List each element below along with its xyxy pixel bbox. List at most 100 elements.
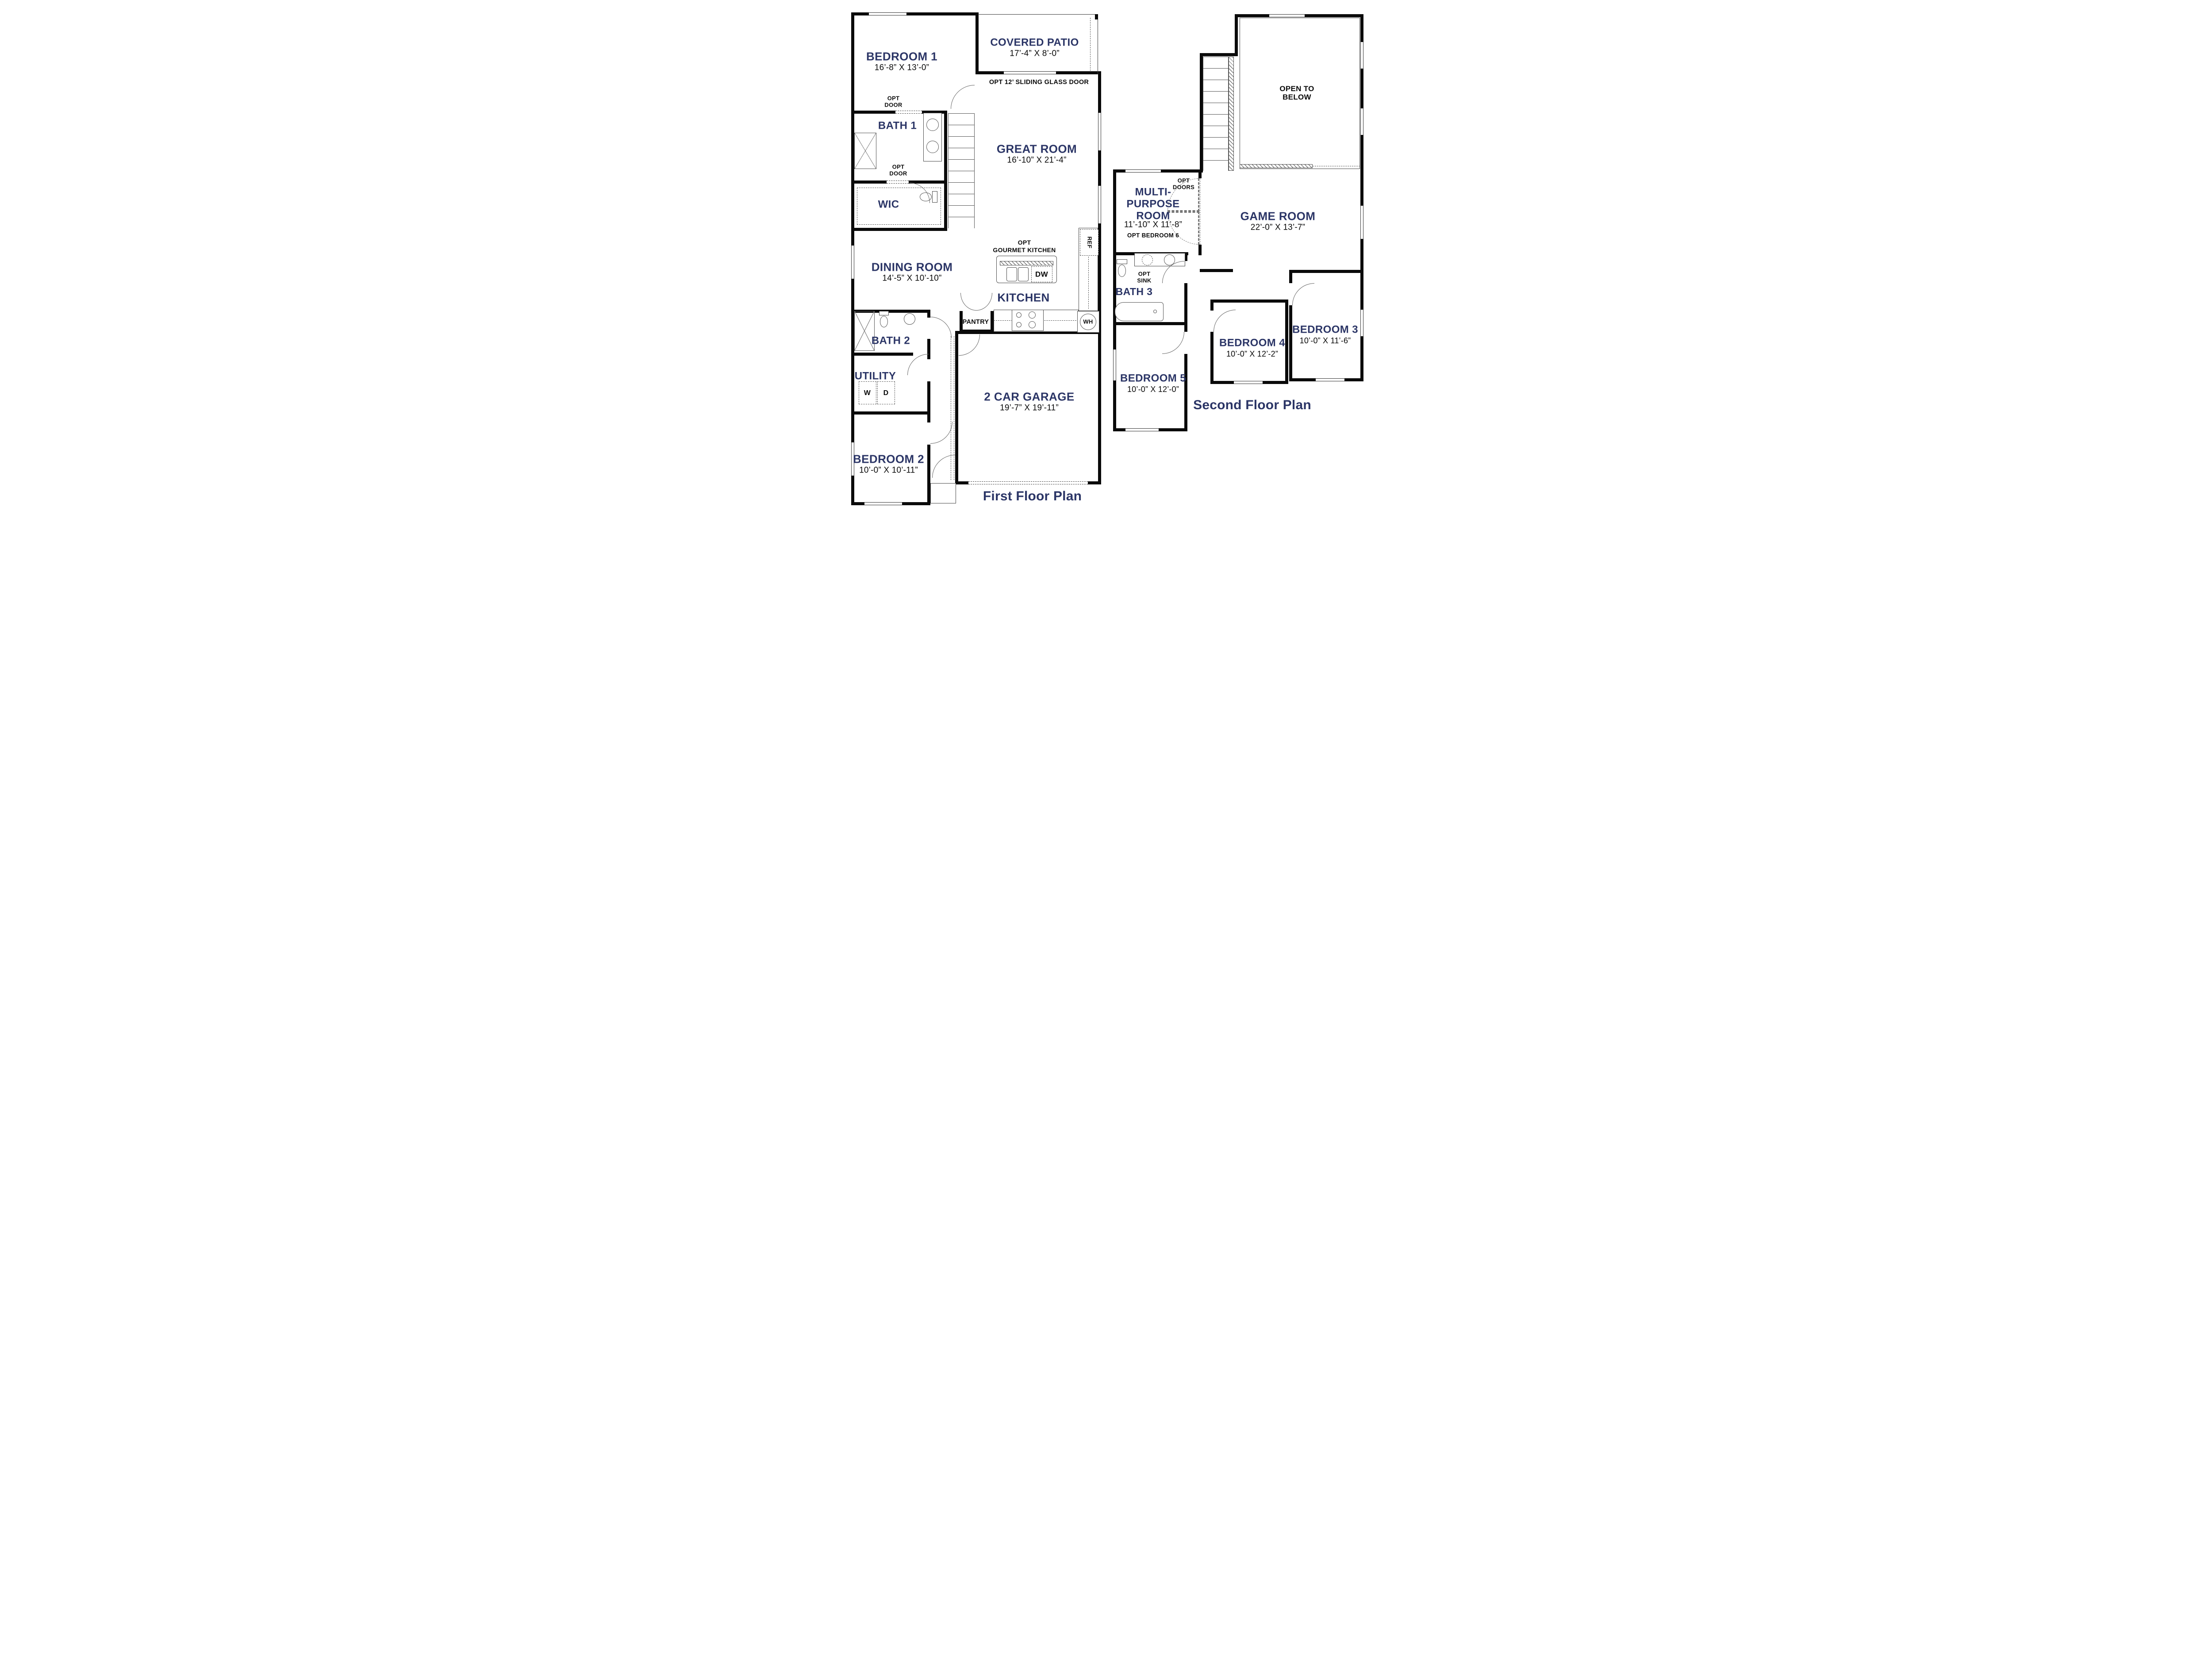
dryer-box bbox=[877, 381, 895, 404]
island-hatch bbox=[999, 261, 1053, 265]
window bbox=[1360, 108, 1363, 135]
sink bbox=[926, 119, 939, 131]
wall-segment bbox=[851, 411, 930, 415]
garage-label: 2 CAR GARAGE bbox=[984, 390, 1075, 403]
wall-segment bbox=[1113, 322, 1187, 325]
water-heater bbox=[1079, 314, 1096, 330]
wall-segment bbox=[944, 111, 947, 231]
door-arc bbox=[976, 293, 992, 311]
shower bbox=[854, 311, 875, 351]
wall-segment bbox=[1199, 269, 1233, 272]
wall-segment bbox=[1094, 14, 1098, 19]
refrigerator bbox=[1079, 229, 1098, 256]
wall-segment bbox=[1199, 53, 1238, 56]
covered-patio-label: COVERED PATIO bbox=[990, 36, 1079, 49]
wall-segment bbox=[1198, 169, 1202, 178]
garage-door-opening bbox=[968, 481, 1088, 484]
shower bbox=[854, 133, 876, 169]
wall-segment bbox=[1198, 245, 1202, 255]
patio-outline bbox=[978, 14, 1098, 15]
wall-segment bbox=[1289, 305, 1292, 381]
wall-segment bbox=[1113, 169, 1116, 431]
bedroom2-label: BEDROOM 2 bbox=[853, 452, 925, 466]
bath1-label: BATH 1 bbox=[878, 119, 917, 132]
sink bbox=[926, 141, 939, 153]
window bbox=[1269, 14, 1305, 17]
dining-room-label: DINING ROOM bbox=[871, 260, 953, 274]
opt-door-note: OPT DOOR bbox=[884, 95, 902, 108]
stairs bbox=[1202, 57, 1229, 171]
door-arc bbox=[1292, 283, 1314, 305]
wall-segment bbox=[1184, 252, 1187, 261]
wall-segment bbox=[990, 311, 994, 333]
wall-segment bbox=[1234, 14, 1238, 56]
wall-segment bbox=[851, 12, 979, 15]
wall-segment bbox=[1210, 332, 1214, 384]
wall-segment bbox=[851, 353, 913, 356]
wall-segment bbox=[975, 12, 979, 74]
wall-segment bbox=[975, 71, 1004, 74]
window bbox=[851, 442, 854, 476]
wall-segment bbox=[851, 310, 930, 313]
sink-optional bbox=[1141, 254, 1153, 265]
dryer-label: D bbox=[883, 389, 889, 397]
wall-segment bbox=[1184, 325, 1187, 332]
open-to-below-label: OPEN TO BELOW bbox=[1279, 84, 1314, 101]
window bbox=[1233, 381, 1263, 384]
sink bbox=[903, 313, 915, 325]
window bbox=[851, 246, 854, 279]
island-sink bbox=[1006, 267, 1017, 281]
game-room-label: GAME ROOM bbox=[1240, 209, 1316, 223]
wall-segment bbox=[922, 111, 947, 114]
opt-sliding-door-note: OPT 12’ SLIDING GLASS DOOR bbox=[989, 78, 1089, 86]
tub-drain-icon bbox=[1153, 310, 1157, 313]
bedroom5-label: BEDROOM 5 bbox=[1120, 372, 1186, 384]
dishwasher-label: DW bbox=[1035, 270, 1048, 279]
patio-roofline bbox=[1090, 18, 1091, 71]
wall-segment bbox=[1210, 300, 1214, 311]
bath3-label: BATH 3 bbox=[1115, 286, 1153, 298]
open-to-below-outline bbox=[1239, 18, 1360, 169]
stove bbox=[1011, 310, 1044, 331]
window bbox=[1125, 169, 1161, 173]
garage-dims: 19’-7” X 19’-11” bbox=[1000, 403, 1059, 413]
window bbox=[1360, 310, 1363, 336]
wall-segment bbox=[927, 339, 930, 359]
door-arc bbox=[960, 293, 976, 311]
window bbox=[1113, 349, 1116, 380]
game-room-dims: 22’-0” X 13’-7” bbox=[1250, 223, 1306, 232]
stove-burner-icon bbox=[1016, 322, 1022, 327]
washer-label: W bbox=[864, 389, 871, 397]
wic-label: WIC bbox=[878, 198, 899, 211]
wall-segment bbox=[959, 330, 994, 333]
wall-segment bbox=[959, 311, 963, 333]
door-arc bbox=[907, 354, 929, 375]
wall-segment bbox=[1285, 300, 1288, 384]
wall-segment bbox=[908, 180, 947, 184]
wall-segment bbox=[927, 445, 930, 505]
washer-box bbox=[858, 381, 876, 404]
door-arc bbox=[1162, 332, 1184, 354]
wall-segment bbox=[1184, 283, 1187, 325]
optional-door-opening bbox=[895, 111, 922, 114]
wall-segment bbox=[1056, 71, 1101, 74]
door-arc bbox=[930, 317, 952, 338]
wall-segment bbox=[927, 411, 930, 422]
stove-burner-icon bbox=[1028, 321, 1036, 328]
sliding-glass-door bbox=[1003, 71, 1056, 74]
wall-segment bbox=[851, 111, 895, 114]
opt-bedroom6-note: OPT BEDROOM 6 bbox=[1127, 232, 1179, 239]
toilet bbox=[1118, 265, 1126, 277]
railing-hatch bbox=[1239, 164, 1313, 168]
toilet bbox=[879, 316, 888, 327]
bedroom3-label: BEDROOM 3 bbox=[1292, 323, 1358, 336]
cabinet-line bbox=[1088, 230, 1089, 309]
utility-label: UTILITY bbox=[854, 370, 896, 382]
bedroom4-label: BEDROOM 4 bbox=[1219, 337, 1285, 349]
bedroom5-dims: 10’-0” X 12’-0” bbox=[1127, 384, 1179, 394]
door-arc bbox=[1213, 310, 1236, 332]
wall-segment bbox=[1360, 14, 1363, 381]
multi-purpose-dims: 11’-10” X 11’-8” bbox=[1124, 220, 1183, 230]
wall-segment bbox=[927, 310, 930, 318]
stove-burner-icon bbox=[1016, 312, 1022, 318]
